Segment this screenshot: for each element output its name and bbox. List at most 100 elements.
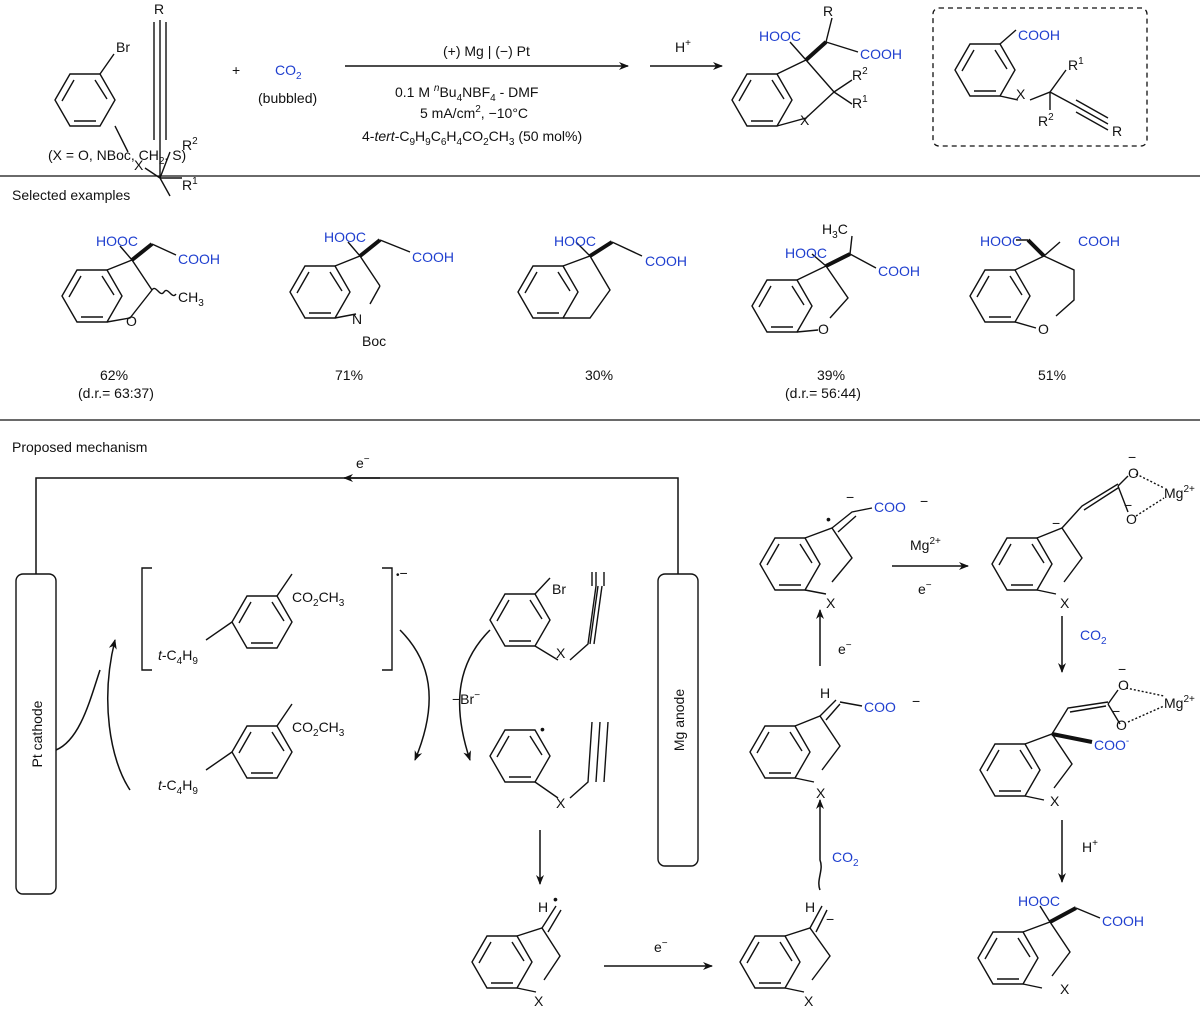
anion-sign-4: − <box>920 493 928 509</box>
final-hooc: HOOC <box>1018 893 1060 909</box>
pt-cathode-label: Pt cathode <box>29 700 45 767</box>
svg-text:R1: R1 <box>1068 56 1084 73</box>
ex3-cooh: COOH <box>645 253 687 269</box>
reduction-electron-1: e− <box>654 938 668 955</box>
ex1-methyl: CH3 <box>178 289 204 309</box>
ex1-oxygen: O <box>126 313 137 329</box>
r2-label: R <box>182 137 192 153</box>
magnesium-1: Mg2+ <box>1164 484 1195 501</box>
radical-dot-1: • <box>540 721 545 737</box>
r-label: R <box>154 1 164 17</box>
svg-text:R2: R2 <box>1038 112 1054 129</box>
set-arrow-left <box>399 629 430 761</box>
alternative-r: R <box>1112 123 1122 139</box>
enolate-o-2: O <box>1126 511 1137 527</box>
electrode-conditions: (+) Mg | (−) Pt <box>443 43 530 59</box>
svg-text:R2: R2 <box>182 136 198 153</box>
ex5-cooh: COOH <box>1078 233 1120 249</box>
example-5: HOOC COOH O 51% <box>969 233 1120 383</box>
reduction-electron-2: e− <box>838 640 852 657</box>
alternative-r2: R <box>1038 113 1048 129</box>
alternative-x: X <box>1016 86 1026 102</box>
vinyl-radical: H • X <box>471 891 562 1009</box>
ex4-methyl: H3C <box>822 221 848 241</box>
svg-text:R2: R2 <box>852 66 868 83</box>
anion-sign-1: − <box>826 911 834 927</box>
mech-x-3: X <box>534 993 544 1009</box>
proposed-mechanism: Proposed mechanism Pt cathode Mg anode e… <box>12 439 1195 1009</box>
ex4-yield: 39% <box>817 367 845 383</box>
mech-x-9: X <box>1060 981 1070 997</box>
top-reaction: Br X R R2 R1 (X = O, NBoc, CH2, S) + CO2… <box>48 1 1148 197</box>
ex5-oxygen: O <box>1038 321 1049 337</box>
ex2-cooh: COOH <box>412 249 454 265</box>
protonation-label: H+ <box>1082 838 1098 855</box>
ex2-nitrogen: N <box>352 311 362 327</box>
anion-sign-9: − <box>1112 703 1120 719</box>
mech-bromine: Br <box>552 581 566 597</box>
ex3-hooc: HOOC <box>554 233 596 249</box>
vinyl-h-1: H <box>538 899 548 915</box>
mech-x-7: X <box>1060 595 1070 611</box>
ex3-yield: 30% <box>585 367 613 383</box>
circuit-wire <box>35 477 679 574</box>
co2-addition-label: CO2 <box>832 849 859 869</box>
final-diacid: HOOC COOH X <box>977 893 1144 997</box>
anion-sign-8: − <box>1118 661 1126 677</box>
mech-x-4: X <box>804 993 814 1009</box>
mech-x-8: X <box>1050 793 1060 809</box>
alternative-product: COOH X R1 R2 R <box>954 27 1122 139</box>
mech-x-2: X <box>556 795 566 811</box>
anion-sign-3: − <box>846 489 854 505</box>
dicarb-o-1: O <box>1118 677 1129 693</box>
anion-sign-2: − <box>912 693 920 709</box>
mech-x-5: X <box>816 785 826 801</box>
examples-heading: Selected examples <box>12 187 130 203</box>
electrolyte-conditions: 0.1 M nBu4NBF4 - DMF <box>395 83 538 104</box>
mechanism-heading: Proposed mechanism <box>12 439 147 455</box>
ex1-hooc: HOOC <box>96 233 138 249</box>
tbutyl-label-1: t-C4H9 <box>158 647 198 667</box>
circuit-electron: e− <box>356 454 370 471</box>
bubbled-label: (bubbled) <box>258 90 317 106</box>
ex1-dr: (d.r.= 63:37) <box>78 385 154 401</box>
alternative-cooh: COOH <box>1018 27 1060 43</box>
ex2-hooc: HOOC <box>324 229 366 245</box>
anion-sign-5: − <box>1128 449 1136 465</box>
proton-label: H+ <box>675 38 691 55</box>
product-r1: R <box>852 95 862 111</box>
radical-dianion: • − COO − X <box>759 489 928 611</box>
starting-aryl-bromide: Br X R R2 R1 (X = O, NBoc, CH2, S) <box>48 1 198 197</box>
vinyl-h-3: H <box>820 685 830 701</box>
mediator-radical-anion: •− CO2CH3 t-C4H9 <box>141 565 408 671</box>
ex4-hooc: HOOC <box>785 245 827 261</box>
mech-x-1: X <box>556 645 566 661</box>
ester-label-1: CO2CH3 <box>292 589 345 609</box>
product-r2: R <box>852 67 862 83</box>
product-r: R <box>823 3 833 19</box>
radical-dot-2: • <box>553 891 558 907</box>
mechanism-aryl-bromide: Br X <box>489 572 605 661</box>
x-label: X <box>134 157 144 173</box>
carboxylation-co2: CO2 <box>1080 627 1107 647</box>
co2-reagent: CO2 <box>275 62 302 82</box>
vinyl-carboxylate: H COO − X <box>749 685 920 801</box>
radical-dot-3: • <box>826 511 831 527</box>
mg-enolate-carbanion: O O − − − Mg2+ X <box>991 449 1195 611</box>
product-diacid: HOOC COOH R R2 R1 X <box>731 3 902 128</box>
example-1: HOOC COOH CH3 O 62% (d.r.= 63:37) <box>61 233 220 401</box>
plus-sign: + <box>232 62 240 78</box>
product-cooh: COOH <box>860 46 902 62</box>
svg-text:R1: R1 <box>182 176 198 193</box>
vinyl-anion: H − X <box>739 899 834 1009</box>
anion-sign-7: − <box>1052 515 1060 531</box>
cathode-reduction-arrow <box>55 640 131 791</box>
mg-electron: e− <box>918 580 932 597</box>
ex2-yield: 71% <box>335 367 363 383</box>
vinyl-h-2: H <box>805 899 815 915</box>
ex1-yield: 62% <box>100 367 128 383</box>
mech-x-6: X <box>826 595 836 611</box>
ex5-hooc: HOOC <box>980 233 1022 249</box>
alternative-r1: R <box>1068 57 1078 73</box>
